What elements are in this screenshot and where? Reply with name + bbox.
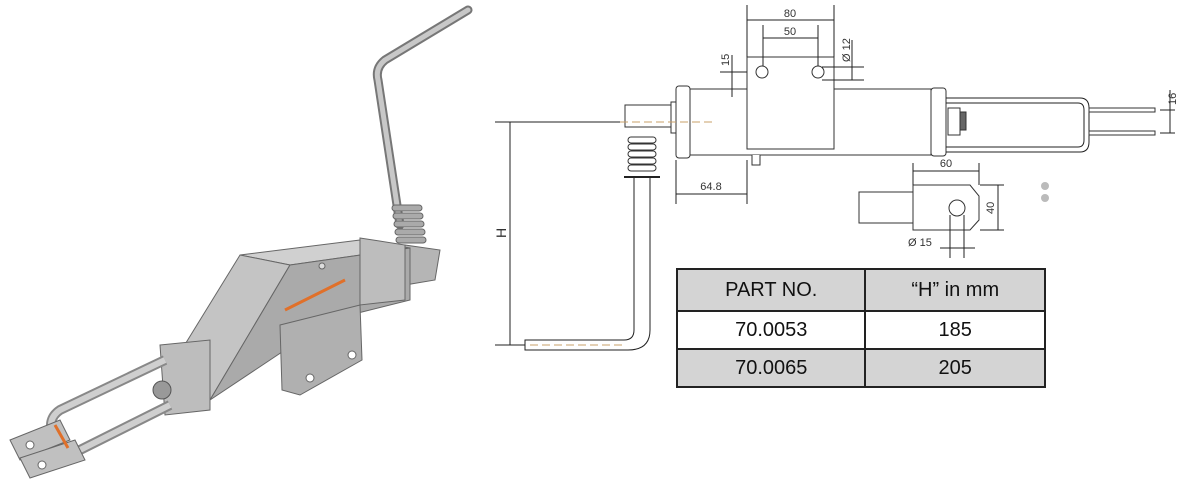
header-part-no: PART NO. <box>675 268 867 312</box>
spring-drawing <box>627 136 657 172</box>
table-row: 70.0065 205 <box>675 348 1046 388</box>
dim-60: 60 <box>940 158 952 170</box>
right-flange <box>930 87 947 157</box>
dim-dia-12: Ø 12 <box>841 38 853 62</box>
dim-H: H <box>493 228 509 238</box>
dim-15: 15 <box>720 54 732 66</box>
dim-80: 80 <box>784 8 796 20</box>
mount-hole <box>755 65 769 79</box>
technical-drawing: 80 50 Ø 12 15 16 64.8 60 40 Ø 15 H <box>493 5 1179 351</box>
cell-part-no: 70.0065 <box>675 348 867 388</box>
part-table: PART NO. “H” in mm 70.0053 185 70.0065 2… <box>675 268 1046 388</box>
table-row: 70.0053 185 <box>675 310 1046 350</box>
mount-hole <box>811 65 825 79</box>
header-h-mm: “H” in mm <box>864 268 1046 312</box>
dim-50: 50 <box>784 26 796 38</box>
dim-64-8: 64.8 <box>700 181 721 193</box>
spring <box>391 204 427 244</box>
dim-16: 16 <box>1167 93 1179 105</box>
dim-dia-15: Ø 15 <box>908 237 932 249</box>
nut <box>947 107 961 136</box>
dim-40: 40 <box>985 202 997 214</box>
latch-3d-render <box>9 5 473 479</box>
cell-part-no: 70.0053 <box>675 310 867 350</box>
plunger-housing <box>624 104 672 128</box>
cell-h: 185 <box>864 310 1046 350</box>
cell-h: 205 <box>864 348 1046 388</box>
